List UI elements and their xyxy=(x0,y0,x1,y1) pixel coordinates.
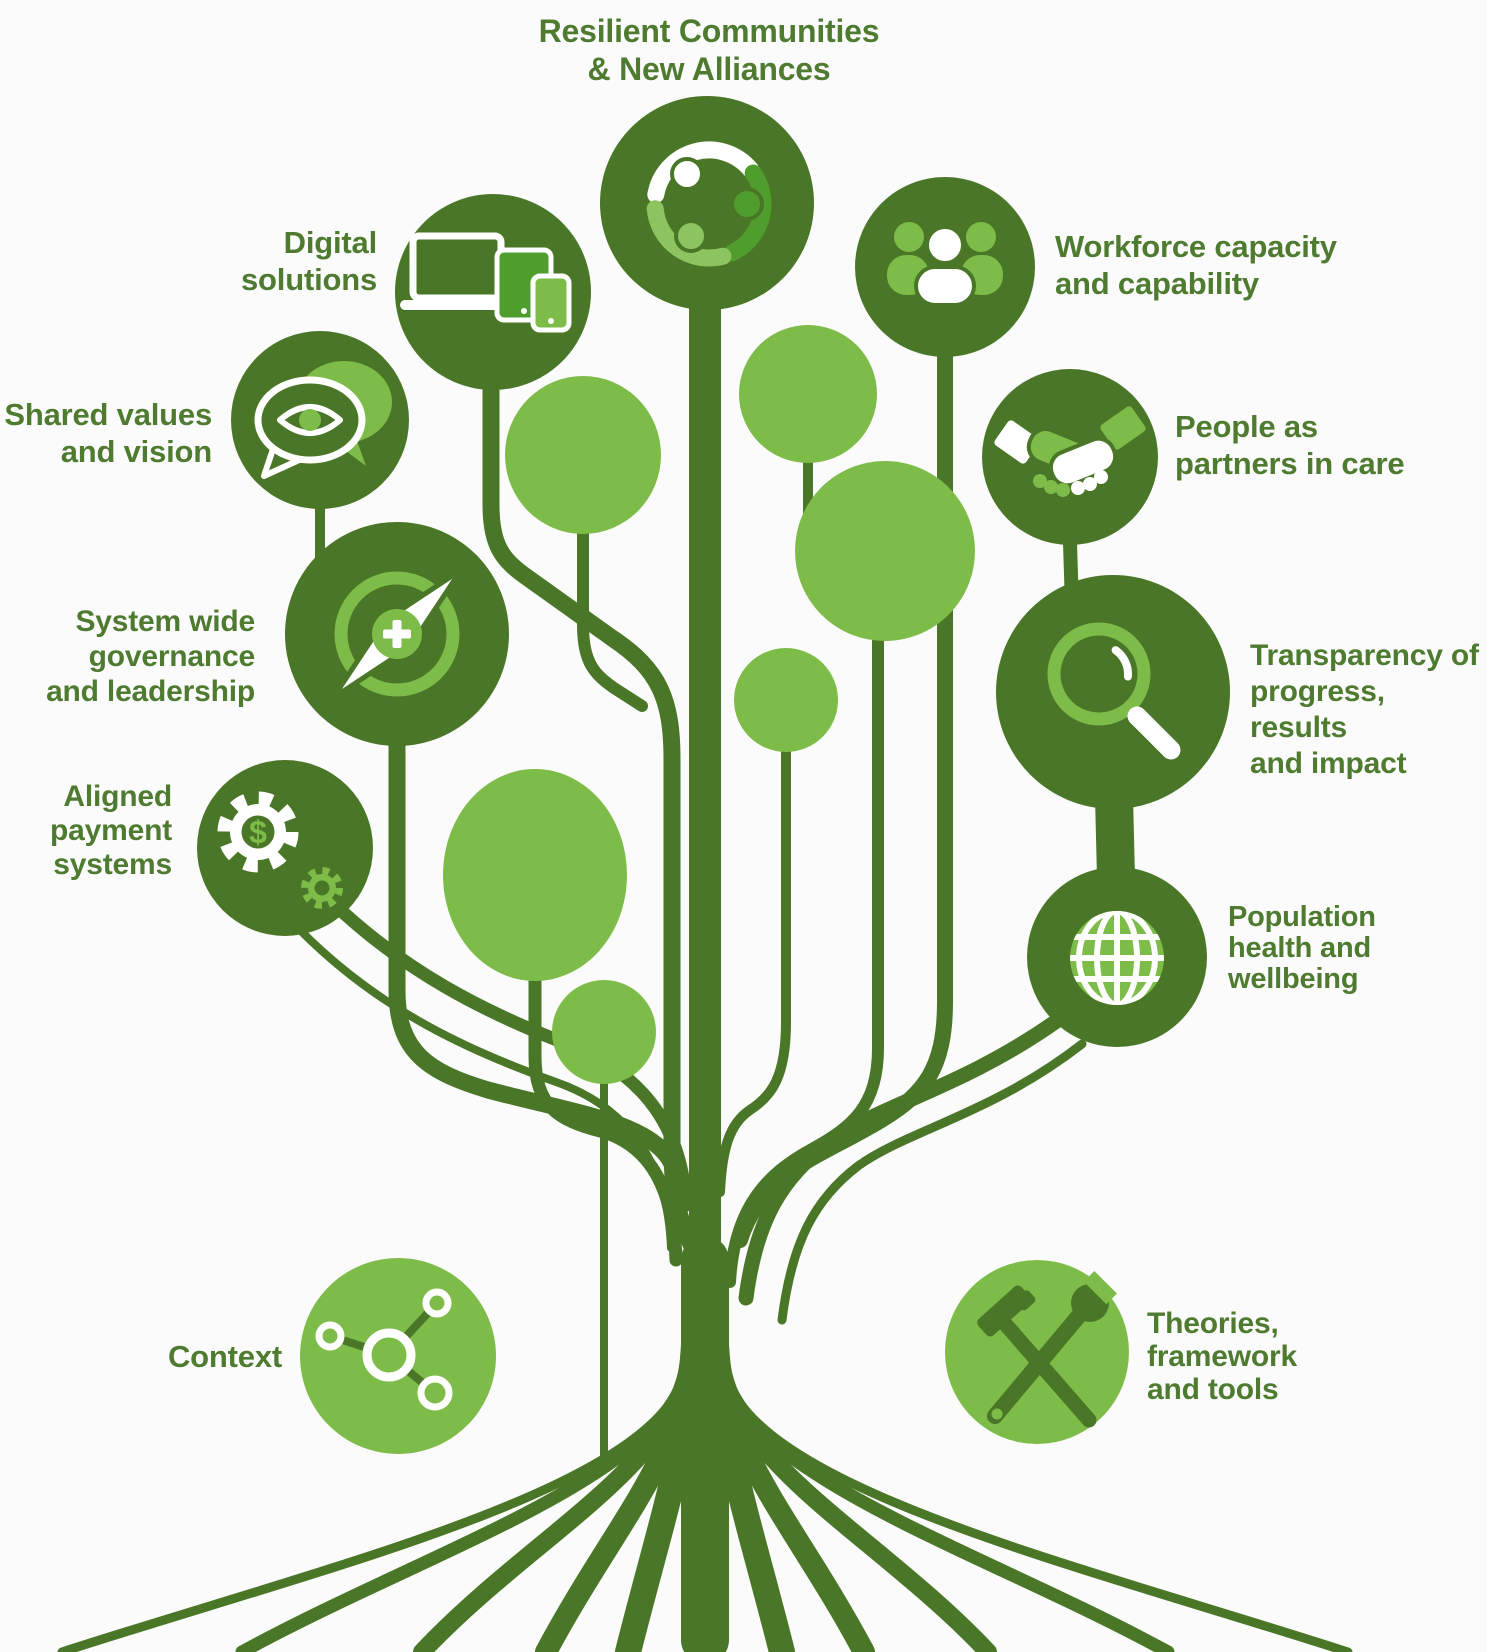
vision-speech-bubbles-icon xyxy=(254,361,392,479)
node-circle-resilient xyxy=(600,96,814,310)
node-circle-digital xyxy=(395,194,591,390)
dollar-sign: $ xyxy=(249,814,267,850)
label-population-health: Population health and wellbeing xyxy=(1228,901,1376,995)
gears-dollar-icon: $ xyxy=(217,791,343,909)
leaf xyxy=(795,461,975,641)
leaf xyxy=(734,648,838,752)
compass-icon xyxy=(330,567,464,701)
devices-icon xyxy=(400,232,572,333)
tree-roots xyxy=(57,1332,1353,1652)
magnifier-icon xyxy=(1047,622,1181,760)
leaf xyxy=(505,376,661,534)
label-context: Context xyxy=(168,1339,282,1374)
label-people-as-partners: People as partners in care xyxy=(1175,409,1405,481)
leaf xyxy=(739,325,877,463)
network-nodes-icon xyxy=(315,1288,453,1411)
people-group-icon xyxy=(887,222,1003,307)
label-aligned-payment: Aligned payment systems xyxy=(50,780,172,881)
leaf xyxy=(552,980,656,1084)
node-circle-transparency xyxy=(996,575,1230,809)
label-digital-solutions: Digital solutions xyxy=(241,225,377,297)
label-workforce-capacity: Workforce capacity and capability xyxy=(1055,229,1337,301)
handshake-icon xyxy=(994,406,1146,497)
leaf-circles xyxy=(443,325,975,1084)
label-theories: Theories, framework and tools xyxy=(1147,1307,1297,1406)
leaf xyxy=(443,769,627,981)
label-system-governance: System wide governance and leadership xyxy=(46,605,255,708)
title-resilient-communities: Resilient Communities & New Alliances xyxy=(538,13,880,87)
globe-icon xyxy=(1070,911,1164,1005)
community-circle-icon xyxy=(646,141,772,267)
hammer-wrench-icon xyxy=(977,1271,1117,1428)
label-transparency: Transparency of progress, results and im… xyxy=(1250,639,1479,780)
tree-branches xyxy=(298,234,1135,1652)
label-shared-values: Shared values and vision xyxy=(4,397,212,469)
